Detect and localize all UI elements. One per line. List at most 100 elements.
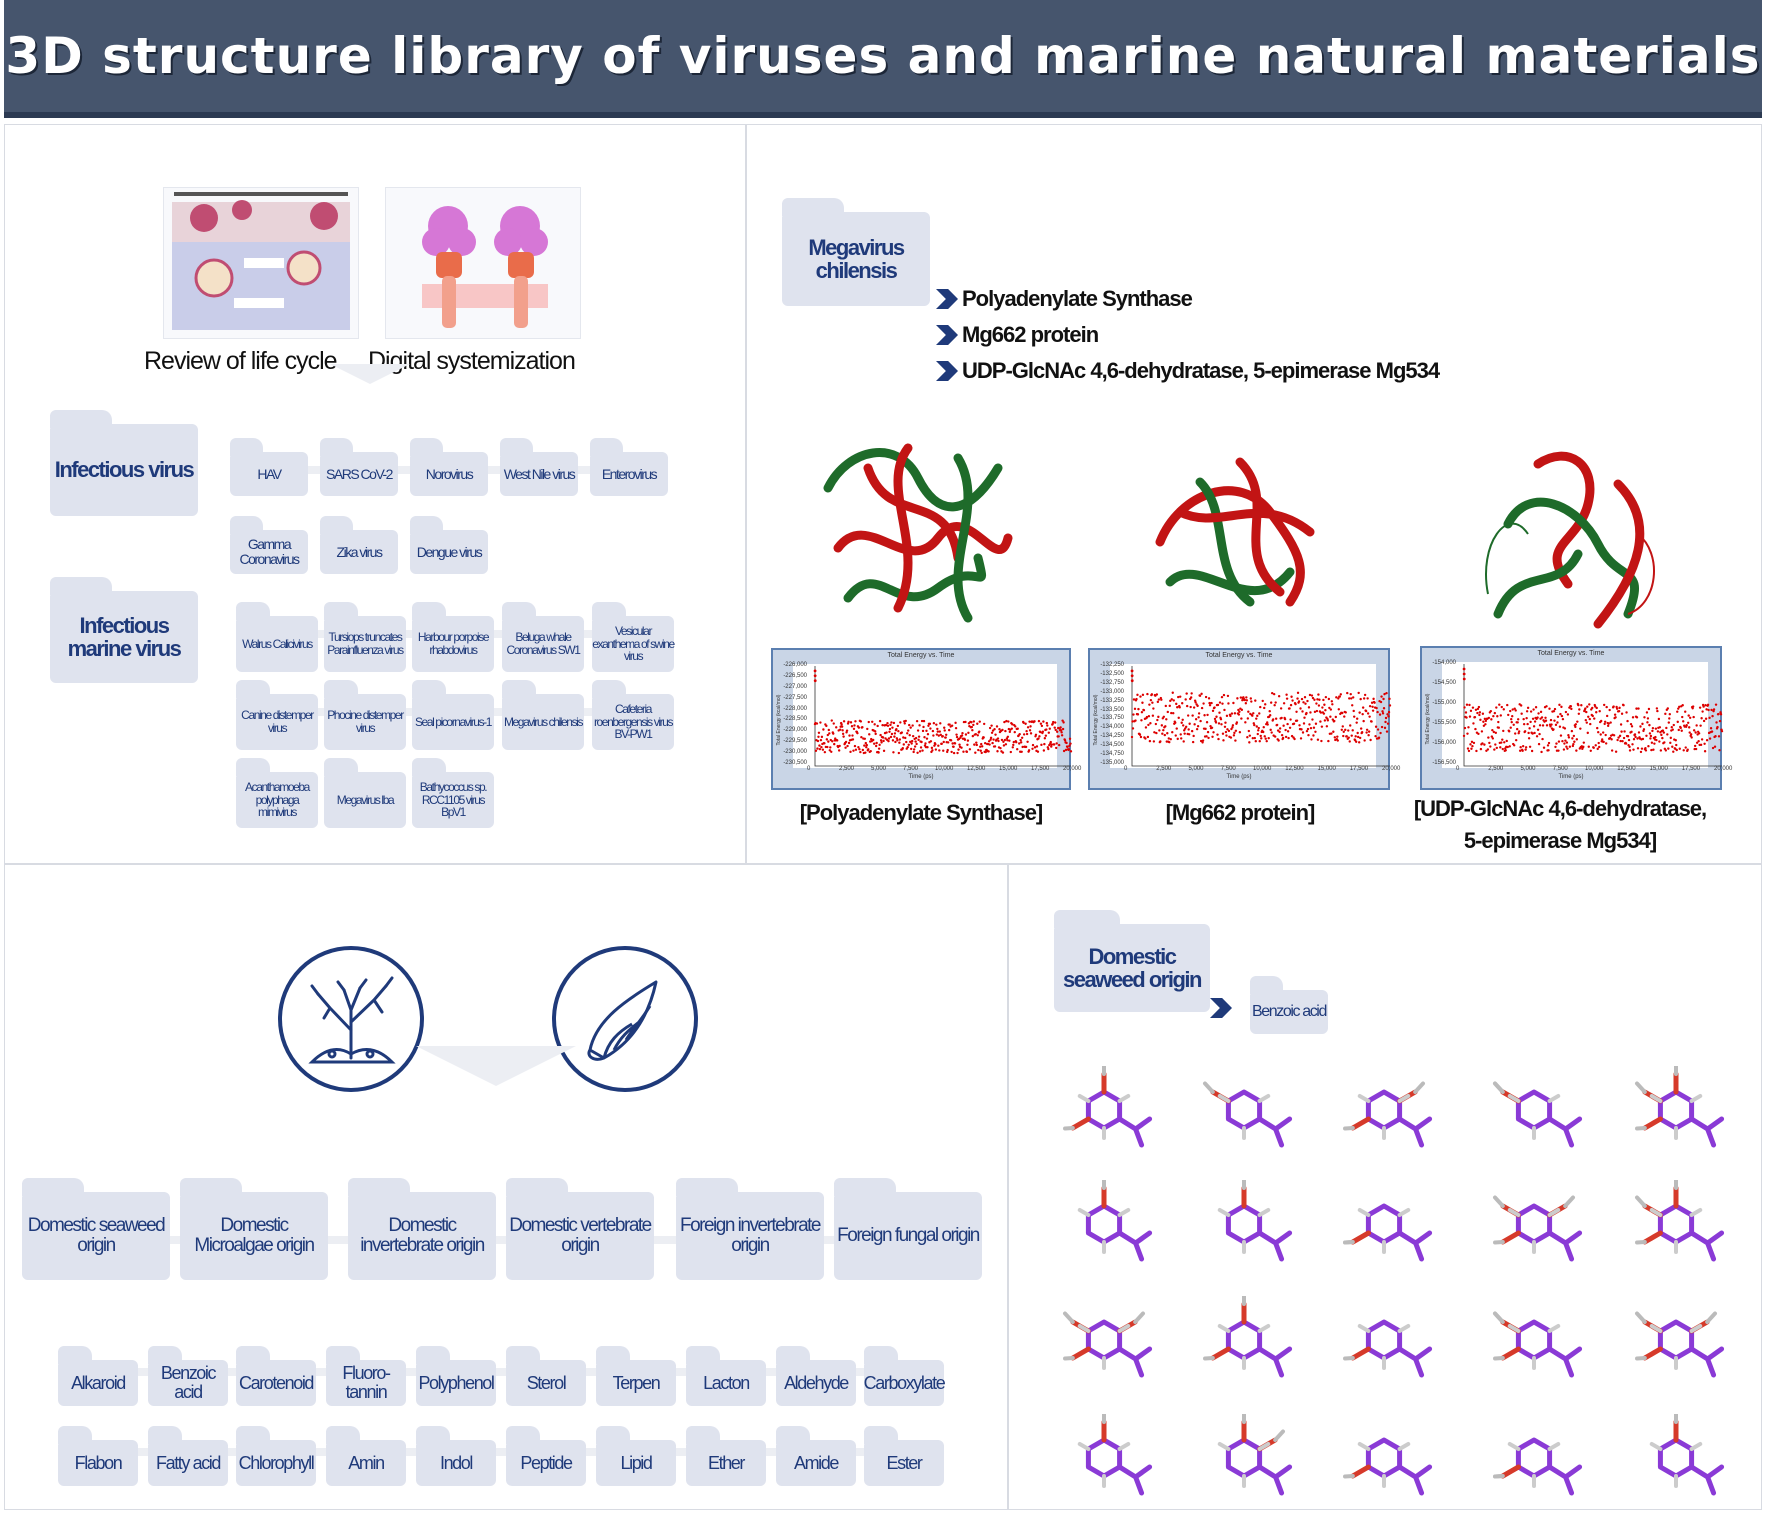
energy-point: [1217, 737, 1220, 741]
class-folder[interactable]: Terpen: [596, 1346, 676, 1406]
class-folder[interactable]: Indol: [416, 1426, 496, 1486]
folder-infectious-virus[interactable]: Infectious virus: [50, 410, 198, 516]
energy-point: [1313, 698, 1316, 701]
marine-virus-folder[interactable]: Harbour porpoise rhabdovirus: [412, 602, 494, 672]
energy-point: [1134, 719, 1137, 722]
energy-point: [1650, 748, 1653, 752]
energy-point: [1270, 691, 1274, 695]
marine-virus-folder[interactable]: Seal picornavirus-1: [412, 680, 494, 750]
virus-folder[interactable]: Enterovirus: [590, 438, 668, 496]
energy-point: [918, 750, 922, 753]
energy-point: [1315, 702, 1318, 705]
energy-point: [1700, 738, 1704, 741]
energy-point: [871, 720, 874, 724]
class-folder[interactable]: Amide: [776, 1426, 856, 1486]
folder-benzoic-acid[interactable]: Benzoic acid: [1250, 976, 1328, 1034]
energy-point: [920, 719, 924, 723]
energy-point: [1635, 716, 1639, 719]
virus-folder[interactable]: West Nile virus: [500, 438, 578, 496]
marine-virus-folder[interactable]: Tursiops truncates Parainfluenza virus: [324, 602, 406, 672]
y-tick-label: -154,000: [1432, 660, 1456, 666]
virus-folder[interactable]: Norovirus: [410, 438, 488, 496]
folder-domestic-seaweed-origin[interactable]: Domestic seaweed origin: [1054, 910, 1210, 1012]
class-folder[interactable]: Peptide: [506, 1426, 586, 1486]
class-folder[interactable]: Ester: [864, 1426, 944, 1486]
virus-folder[interactable]: Gamma Coronavirus: [230, 516, 308, 574]
class-folder[interactable]: Lacton: [686, 1346, 766, 1406]
energy-point: [1620, 712, 1624, 715]
protein-structure-polyadenylate-synthase: [823, 443, 1013, 623]
class-folder[interactable]: Amin: [326, 1426, 406, 1486]
class-folder[interactable]: Sterol: [506, 1346, 586, 1406]
energy-point: [1537, 742, 1541, 746]
folder-megavirus-chilensis[interactable]: Megavirus chilensis: [782, 198, 930, 306]
energy-point: [886, 721, 889, 725]
marine-virus-folder[interactable]: Vesicular exanthema of swine virus: [592, 602, 675, 672]
marine-virus-folder[interactable]: Megavirus chilensis: [502, 680, 584, 750]
class-folder[interactable]: Alkaroid: [58, 1346, 138, 1406]
origin-folder[interactable]: Domestic Microalgae origin: [180, 1178, 328, 1280]
energy-point: [1569, 705, 1573, 708]
folder-infectious-marine-virus[interactable]: Infectious marine virus: [50, 577, 198, 683]
marine-virus-folder[interactable]: Walrus Calicivirus: [236, 602, 318, 672]
x-tick-label: 2,500: [839, 766, 855, 772]
marine-virus-folder[interactable]: Beluga whale Coronavirus SW1: [502, 602, 584, 672]
class-folder[interactable]: Benzoic acid: [148, 1346, 228, 1406]
energy-point: [1053, 726, 1056, 729]
energy-point: [909, 726, 912, 729]
virus-folder[interactable]: HAV: [230, 438, 308, 496]
energy-point: [1153, 731, 1156, 734]
class-folder[interactable]: Aldehyde: [776, 1346, 856, 1406]
energy-point: [1156, 700, 1160, 704]
class-folder[interactable]: Fluoro-tannin: [326, 1346, 406, 1406]
energy-point: [1199, 719, 1202, 723]
marine-virus-folder[interactable]: Phocine distemper virus: [324, 680, 406, 750]
energy-point: [1644, 746, 1647, 750]
class-folder[interactable]: Polyphenol: [416, 1346, 496, 1406]
energy-point: [890, 732, 894, 736]
y-tick-label: -227,500: [783, 694, 807, 701]
virus-folder[interactable]: Zika virus: [320, 516, 398, 574]
systemization-caption: Digital systemization: [368, 347, 576, 375]
energy-point: [1296, 697, 1299, 700]
energy-point: [1462, 677, 1466, 681]
energy-point: [1130, 669, 1134, 673]
energy-point: [1164, 725, 1167, 728]
energy-point: [1591, 706, 1594, 710]
marine-virus-folder[interactable]: Acanthamoeba polyphaga mimivirus: [236, 758, 318, 828]
marine-virus-folder[interactable]: Canine distemper virus: [236, 680, 318, 750]
energy-point: [820, 745, 823, 749]
origin-folder[interactable]: Domestic invertebrate origin: [348, 1178, 496, 1280]
class-folder[interactable]: Ether: [686, 1426, 766, 1486]
origin-folder[interactable]: Domestic vertebrate origin: [506, 1178, 654, 1280]
virus-folder[interactable]: Dengue virus: [410, 516, 488, 574]
origin-folder[interactable]: Foreign fungal origin: [834, 1178, 982, 1280]
energy-point: [1225, 734, 1228, 737]
energy-point: [857, 726, 861, 729]
virus-folder[interactable]: SARS CoV-2: [320, 438, 398, 496]
energy-point: [917, 735, 921, 738]
class-folder[interactable]: Flabon: [58, 1426, 138, 1486]
class-folder[interactable]: Carotenoid: [236, 1346, 316, 1406]
energy-point: [1646, 721, 1649, 724]
energy-point: [1285, 697, 1289, 700]
energy-point: [879, 733, 882, 737]
energy-point: [1240, 708, 1244, 712]
energy-point: [1492, 714, 1495, 718]
energy-point: [1189, 705, 1192, 709]
class-folder[interactable]: Lipid: [596, 1426, 676, 1486]
class-folder[interactable]: Chlorophyll: [236, 1426, 316, 1486]
class-folder[interactable]: Carboxylate: [864, 1346, 946, 1406]
marine-virus-folder[interactable]: Bathycoccus sp. RCC1105 virus BpV1: [412, 758, 494, 828]
energy-point: [1187, 728, 1190, 731]
energy-point: [1042, 720, 1045, 723]
energy-point: [1703, 750, 1707, 753]
origin-folder[interactable]: Foreign invertebrate origin: [676, 1178, 824, 1280]
digital-systemization-image: [385, 187, 581, 339]
origin-folder[interactable]: Domestic seaweed origin: [22, 1178, 170, 1280]
marine-virus-folder[interactable]: Cafeteria roenbergensis virus BV-PW1: [592, 680, 674, 750]
benzoic-acid-molecule: [1077, 1180, 1153, 1262]
energy-point: [929, 740, 933, 743]
marine-virus-folder[interactable]: Megavirus lba: [324, 758, 406, 828]
class-folder[interactable]: Fatty acid: [148, 1426, 228, 1486]
